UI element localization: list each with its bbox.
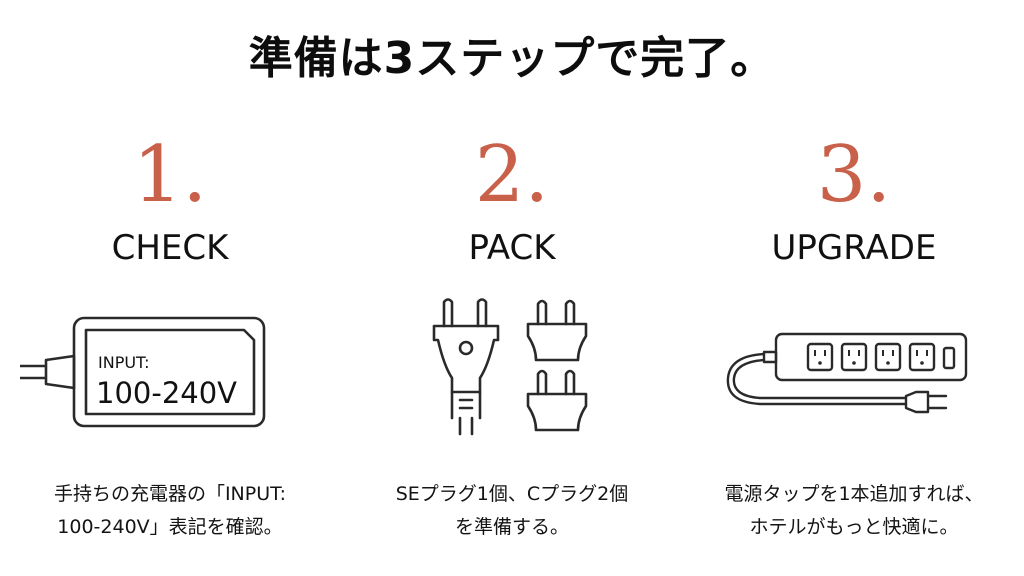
step-upgrade: 3. UPGRADE xyxy=(684,130,1024,570)
page-title: 準備は3ステップで完了。 xyxy=(248,33,776,84)
step-description: 手持ちの充電器の「INPUT: 100-240V」表記を確認。 xyxy=(0,478,340,544)
desc-line-1: SEプラグ1個、Cプラグ2個 xyxy=(395,483,629,505)
ac-adapter-icon: INPUT: 100-240V xyxy=(14,308,276,428)
step-heading: PACK xyxy=(468,228,556,268)
adapter-label-voltage: 100-240V xyxy=(96,376,237,410)
step-number: 2. xyxy=(474,130,550,220)
step-heading: UPGRADE xyxy=(771,228,937,268)
step-check: 1. CHECK INPUT: 100-240V 手持ちの充電器の「INPUT:… xyxy=(0,130,340,570)
plug-adapters-icon xyxy=(422,292,602,442)
desc-line-2: 100-240V」表記を確認。 xyxy=(57,516,283,538)
adapter-label-input: INPUT: xyxy=(98,353,149,372)
desc-line-1: 手持ちの充電器の「INPUT: xyxy=(53,483,287,505)
desc-line-2: ホテルがもっと快適に。 xyxy=(749,516,959,538)
step-description: 電源タップを1本追加すれば、 ホテルがもっと快適に。 xyxy=(684,478,1024,544)
desc-line-2: を準備する。 xyxy=(454,516,569,538)
power-strip-icon xyxy=(720,326,970,426)
step-description: SEプラグ1個、Cプラグ2個 を準備する。 xyxy=(342,478,682,544)
step-pack: 2. PACK SEプラグ1個、C xyxy=(342,130,682,570)
step-heading: CHECK xyxy=(111,228,229,268)
desc-line-1: 電源タップを1本追加すれば、 xyxy=(724,483,984,505)
step-number: 1. xyxy=(132,130,208,220)
step-number: 3. xyxy=(816,130,892,220)
